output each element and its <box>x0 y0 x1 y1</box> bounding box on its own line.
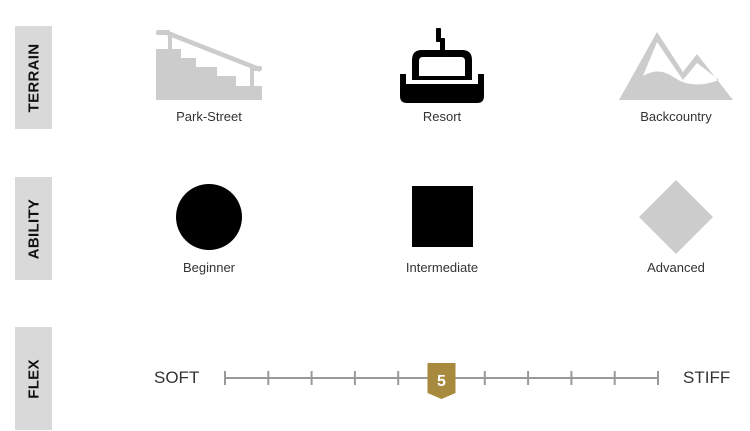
terrain-label-park-street: Park-Street <box>176 109 242 124</box>
flex-value: 5 <box>437 373 446 390</box>
ability-label-intermediate: Intermediate <box>405 260 479 275</box>
terrain-section-label: TERRAIN <box>15 26 52 129</box>
flex-title: FLEX <box>25 358 42 399</box>
flex-scale: 5 <box>224 363 659 399</box>
ability-option-advanced[interactable] <box>596 179 750 255</box>
flex-max-label: STIFF <box>683 368 731 387</box>
stairs-rail-icon <box>156 30 262 100</box>
ability-section-label: ABILITY <box>15 177 52 280</box>
flex-section-label: FLEX <box>15 327 52 430</box>
terrain-label-backcountry: Backcountry <box>640 109 712 124</box>
ability-title: ABILITY <box>25 198 42 259</box>
terrain-option-resort[interactable] <box>362 28 522 104</box>
square-icon <box>411 186 473 247</box>
ability-label-advanced: Advanced <box>647 260 705 275</box>
terrain-label-resort: Resort <box>422 109 462 124</box>
flex-min-label: SOFT <box>154 368 200 387</box>
circle-icon <box>176 184 242 250</box>
terrain-option-park-street[interactable] <box>129 28 289 102</box>
mountain-icon <box>619 32 733 100</box>
diamond-icon <box>639 180 713 254</box>
terrain-option-backcountry[interactable] <box>596 30 750 102</box>
ability-option-intermediate[interactable] <box>362 186 522 247</box>
flex-marker: 5 <box>427 363 456 399</box>
ability-label-beginner: Beginner <box>182 260 236 275</box>
terrain-title: TERRAIN <box>25 43 42 112</box>
chairlift-icon <box>400 28 484 103</box>
ability-option-beginner[interactable] <box>129 183 289 251</box>
